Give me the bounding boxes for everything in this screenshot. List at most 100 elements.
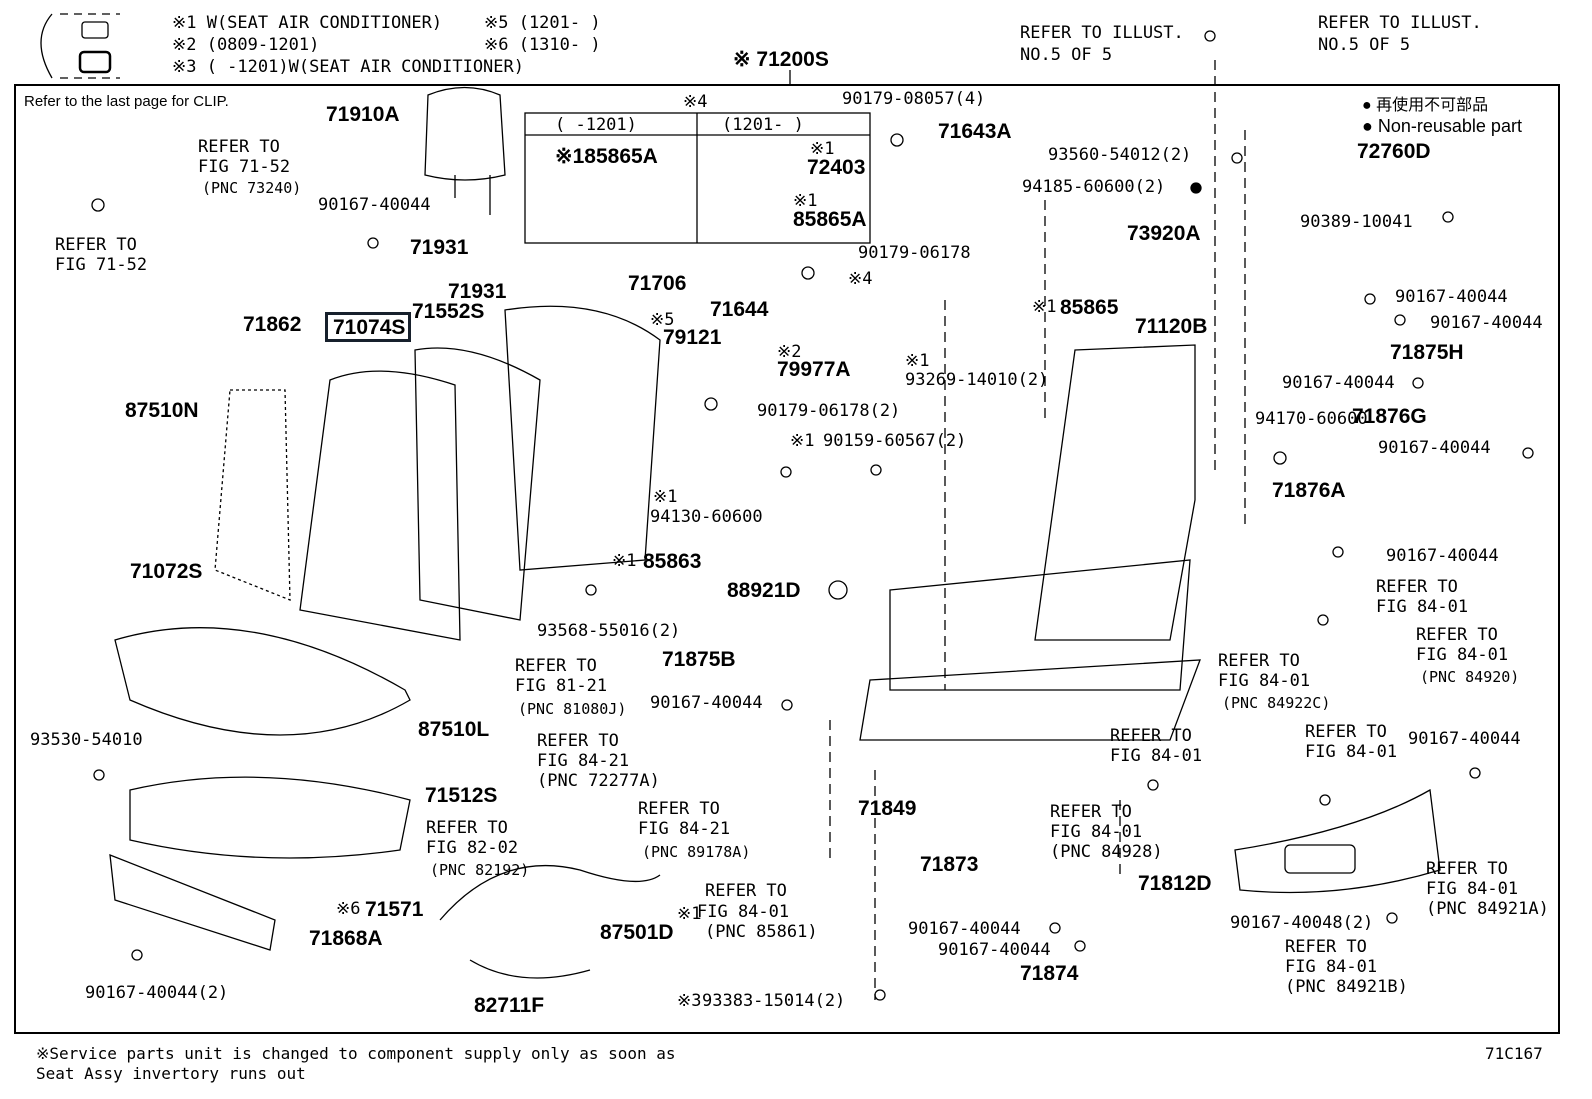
mark: ※4 xyxy=(848,269,873,289)
mark: ※1 xyxy=(612,551,637,571)
ref: (PNC 82192) xyxy=(430,861,530,879)
mark: ※6 xyxy=(336,899,361,919)
ref: FIG 84-01 xyxy=(1218,671,1311,691)
ref: (PNC 84920) xyxy=(1420,668,1520,686)
highlight-box xyxy=(325,312,411,342)
part-small: 90167-40044 xyxy=(1378,438,1491,458)
assembly-number: ※ 71200S xyxy=(733,48,829,71)
diagram-frame xyxy=(14,84,1560,1034)
part-label: 79121 xyxy=(663,326,722,349)
table-c1: ※185865A xyxy=(555,145,658,168)
part-label: 71072S xyxy=(130,560,203,583)
part-small: 90179-06178(2) xyxy=(757,401,901,421)
table-c2d: 85865A xyxy=(793,208,867,231)
part-label: 71120B xyxy=(1135,315,1208,338)
part-label: 71873 xyxy=(920,853,979,876)
part-small: 90179-08057(4) xyxy=(842,89,986,109)
ref: FIG 84-01 xyxy=(1426,879,1519,899)
refer-illust-2b: NO.5 OF 5 xyxy=(1318,35,1411,55)
part-small: 90167-40044 xyxy=(1282,373,1395,393)
ref: REFER TO xyxy=(1305,722,1387,742)
part-label: 71931 xyxy=(410,236,469,259)
ref: FIG 82-02 xyxy=(426,838,519,858)
part-label: 71849 xyxy=(858,797,917,820)
part-label: 85863 xyxy=(643,550,702,573)
mark: ※2 xyxy=(777,342,802,362)
ref: REFER TO xyxy=(426,818,508,838)
part-label: 71910A xyxy=(326,103,400,126)
part-small: 90159-60567(2) xyxy=(823,431,967,451)
ref: (PNC 72277A) xyxy=(537,771,660,791)
ref: (PNC 84921B) xyxy=(1285,977,1408,997)
part-label: 72760D xyxy=(1357,140,1431,163)
ref: REFER TO xyxy=(1376,577,1458,597)
part-label: 88921D xyxy=(727,579,801,602)
legend-3: ※3 ( -1201)W(SEAT AIR CONDITIONER) xyxy=(172,57,524,77)
ref: REFER TO xyxy=(198,137,280,157)
part-label: 71644 xyxy=(710,298,769,321)
table-c2a: ※1 xyxy=(810,139,835,159)
ref: FIG 84-01 xyxy=(1305,742,1398,762)
part-small: 93530-54010 xyxy=(30,730,143,750)
ref: FIG 84-01 xyxy=(697,902,790,922)
part-small: 90167-40044(2) xyxy=(85,983,229,1003)
part-small: 90167-40044 xyxy=(938,940,1051,960)
part-small: 94185-60600(2) xyxy=(1022,177,1166,197)
part-small: 90389-10041 xyxy=(1300,212,1413,232)
part-small: 93383-15014(2) xyxy=(702,991,846,1011)
part-small: 90167-40048(2) xyxy=(1230,913,1374,933)
part-label: 71875B xyxy=(662,648,736,671)
part-label: 71868A xyxy=(309,927,383,950)
nonreusable-en: ● Non-reusable part xyxy=(1362,116,1522,136)
part-small: 90167-40044 xyxy=(650,693,763,713)
part-label: 71812D xyxy=(1138,872,1212,895)
nonreusable-jp: ● 再使用不可部品 xyxy=(1362,97,1489,114)
ref: REFER TO xyxy=(515,656,597,676)
ref: REFER TO xyxy=(55,235,137,255)
ref: (PNC 89178A) xyxy=(642,843,751,861)
part-small: 90167-40044 xyxy=(318,195,431,215)
part-label: 73920A xyxy=(1127,222,1201,245)
part-small: 90167-40044 xyxy=(1386,546,1499,566)
ref: (PNC 85861) xyxy=(705,922,818,942)
table-title: ※4 xyxy=(683,92,708,112)
ref: REFER TO xyxy=(1285,937,1367,957)
table-col1: ( -1201) xyxy=(555,115,637,135)
legend-6: ※6 (1310- ) xyxy=(484,35,601,55)
ref: REFER TO xyxy=(1110,726,1192,746)
footer-line-1: ※Service parts unit is changed to compon… xyxy=(36,1044,676,1063)
part-label: 85865 xyxy=(1060,296,1119,319)
mark: ※3 xyxy=(677,991,702,1011)
mark: ※1 xyxy=(790,431,815,451)
ref: (PNC 84928) xyxy=(1050,842,1163,862)
part-label: 71875H xyxy=(1390,341,1464,364)
ref: FIG 84-01 xyxy=(1050,822,1143,842)
ref: FIG 84-21 xyxy=(638,819,731,839)
ref: FIG 84-01 xyxy=(1376,597,1469,617)
part-label: 87510L xyxy=(418,718,490,741)
refer-illust-2: REFER TO ILLUST. xyxy=(1318,13,1482,33)
ref: FIG 71-52 xyxy=(198,157,291,177)
ref: REFER TO xyxy=(1218,651,1300,671)
part-label: 71876G xyxy=(1352,405,1427,428)
ref: FIG 71-52 xyxy=(55,255,148,275)
part-label: 79977A xyxy=(777,358,851,381)
ref: REFER TO xyxy=(1050,802,1132,822)
footer-line-2: Seat Assy invertory runs out xyxy=(36,1064,306,1083)
legend-1: ※1 W(SEAT AIR CONDITIONER) xyxy=(172,13,443,33)
ref: FIG 81-21 xyxy=(515,676,608,696)
ref: (PNC 73240) xyxy=(202,179,302,197)
ref: (PNC 81080J) xyxy=(518,700,627,718)
diagram-code: 71C167 xyxy=(1485,1044,1543,1063)
part-label: 71571 xyxy=(365,898,424,921)
part-label: 87501D xyxy=(600,921,674,944)
part-small: 90167-40044 xyxy=(1430,313,1543,333)
ref: (PNC 84921A) xyxy=(1426,899,1549,919)
part-label: 71931 xyxy=(448,280,507,303)
ref: REFER TO xyxy=(705,881,787,901)
part-small: 94130-60600 xyxy=(650,507,763,527)
part-label: 71862 xyxy=(243,313,302,336)
part-label: 82711F xyxy=(474,994,545,1017)
clip-note: Refer to the last page for CLIP. xyxy=(24,93,229,110)
